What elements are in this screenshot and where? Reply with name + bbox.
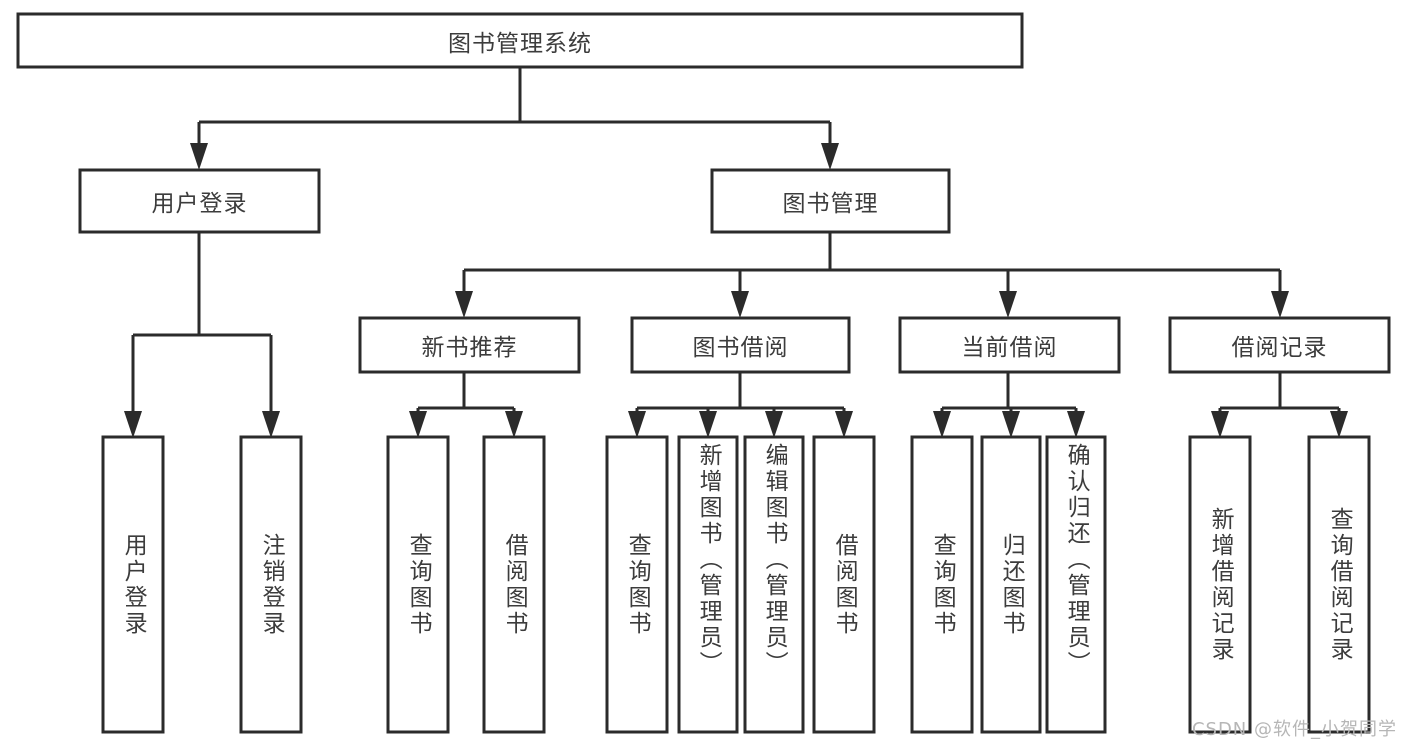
connector-group-book-manage	[455, 232, 1289, 318]
node-leaf-add-record[interactable]	[1188, 435, 1252, 734]
node-leaf-user-login[interactable]	[101, 435, 165, 734]
node-leaf-edit-book[interactable]	[743, 435, 805, 734]
arrow-head-user-login	[190, 143, 208, 170]
arrow-head-leaf-query-book-3	[933, 411, 951, 438]
arrow-head-leaf-borrow-book-1	[505, 411, 523, 438]
connector-group-book-borrow	[628, 372, 853, 438]
arrow-head-borrow-record	[1271, 291, 1289, 318]
arrow-head-leaf-add-book	[699, 411, 717, 438]
connector-group-borrow-record	[1211, 372, 1348, 438]
node-leaf-query-record[interactable]	[1307, 435, 1371, 734]
arrow-head-leaf-query-book-2	[628, 411, 646, 438]
arrow-head-leaf-edit-book	[765, 411, 783, 438]
arrow-head-leaf-return-book	[1002, 411, 1020, 438]
node-book-manage[interactable]	[710, 168, 951, 234]
node-leaf-borrow-book-2[interactable]	[812, 435, 876, 734]
connector-group-user-login	[124, 232, 280, 438]
arrow-head-leaf-query-book-1	[409, 411, 427, 438]
node-leaf-user-logout[interactable]	[239, 435, 303, 734]
node-leaf-query-book-1[interactable]	[386, 435, 450, 734]
node-leaf-borrow-book-1[interactable]	[482, 435, 546, 734]
connector-group-new-book-recommend	[409, 372, 523, 438]
node-leaf-query-book-3[interactable]	[910, 435, 974, 734]
node-user-login[interactable]	[78, 168, 321, 234]
arrow-head-new-book-recommend	[455, 291, 473, 318]
node-leaf-return-book[interactable]	[980, 435, 1042, 734]
arrow-head-current-borrow	[999, 291, 1017, 318]
arrow-head-book-manage	[821, 143, 839, 170]
arrow-head-leaf-confirm-return	[1067, 411, 1085, 438]
node-leaf-query-book-2[interactable]	[605, 435, 669, 734]
connector-group-root	[190, 67, 839, 170]
arrow-head-leaf-user-logout	[262, 411, 280, 438]
node-current-borrow[interactable]	[898, 316, 1121, 374]
node-leaf-confirm-return[interactable]	[1045, 435, 1107, 734]
arrow-head-leaf-query-record	[1330, 411, 1348, 438]
arrow-head-leaf-user-login	[124, 411, 142, 438]
arrow-head-leaf-add-record	[1211, 411, 1229, 438]
arrow-head-book-borrow	[731, 291, 749, 318]
node-book-borrow[interactable]	[630, 316, 851, 374]
node-new-book-recommend[interactable]	[358, 316, 581, 374]
node-root[interactable]	[16, 12, 1024, 69]
node-borrow-record[interactable]	[1168, 316, 1391, 374]
node-leaf-add-book[interactable]	[677, 435, 739, 734]
arrow-head-leaf-borrow-book-2	[835, 411, 853, 438]
connector-group-current-borrow	[933, 372, 1085, 438]
